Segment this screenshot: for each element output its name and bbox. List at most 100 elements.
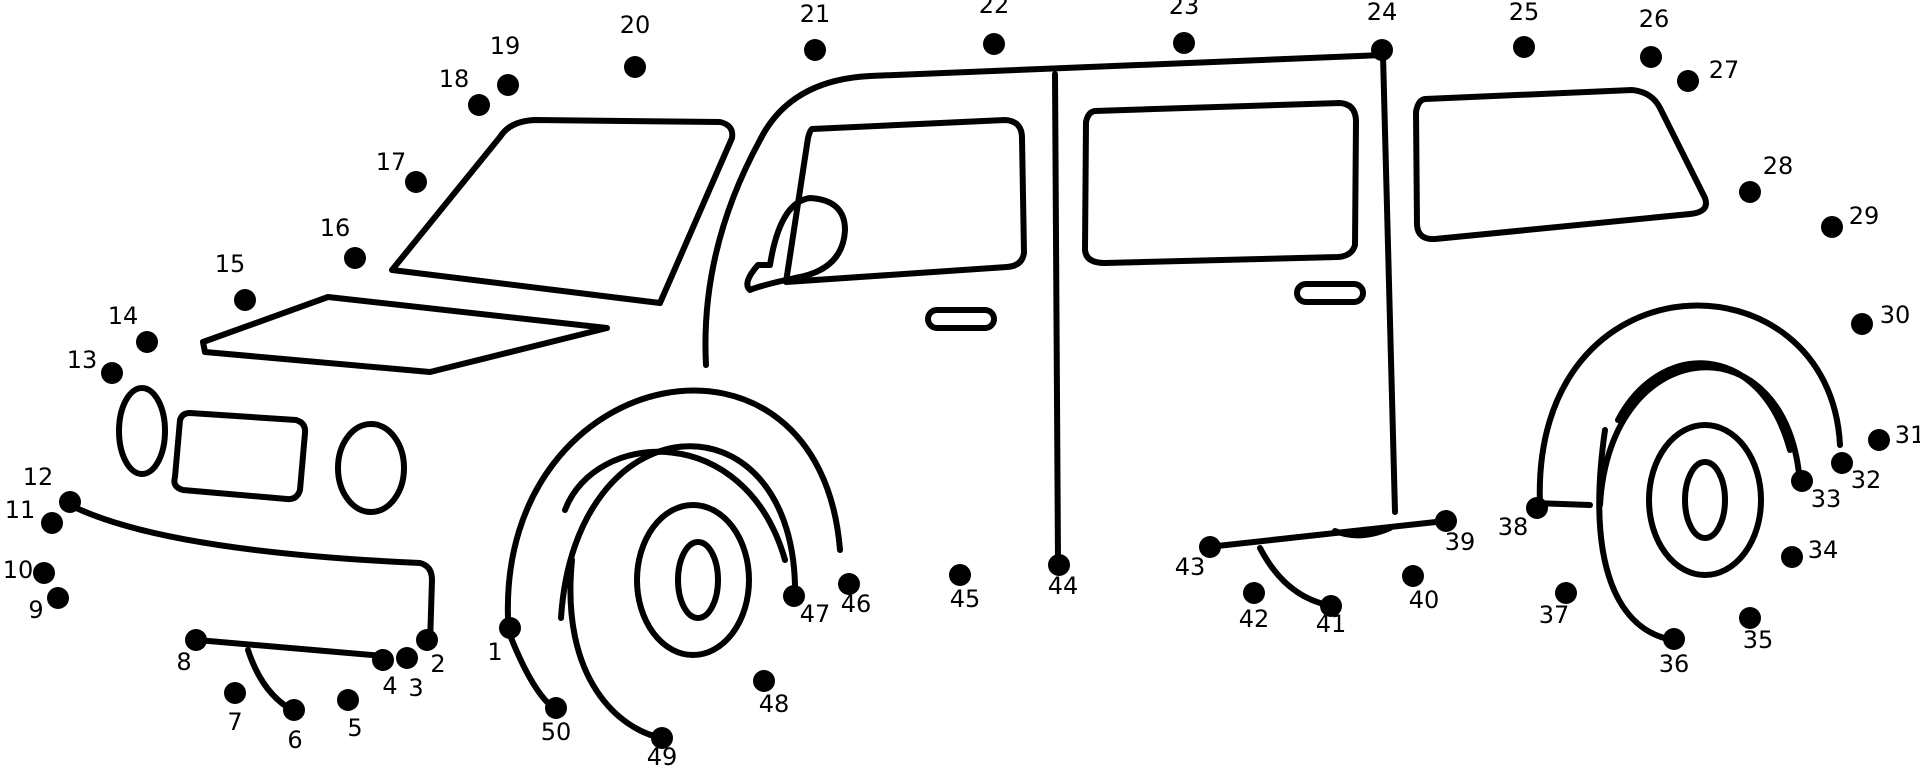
body-front-pillar [702,52,1386,368]
dot-4[interactable] [372,649,394,671]
dot-label-32: 32 [1851,466,1882,494]
dot-18[interactable] [468,94,490,116]
dot-13[interactable] [101,362,123,384]
dot-47[interactable] [783,585,805,607]
dot-label-20: 20 [620,11,651,39]
dot-8[interactable] [185,629,207,651]
left-headlight [116,385,168,477]
dot-label-35: 35 [1743,626,1774,654]
dot-49[interactable] [651,727,673,749]
dot-label-50: 50 [541,718,572,746]
dot-5[interactable] [337,689,359,711]
dot-label-19: 19 [490,32,521,60]
dot-3[interactable] [396,647,418,669]
dot-42[interactable] [1243,582,1265,604]
dot-label-11: 11 [5,496,36,524]
front-bumper [67,502,435,646]
dot-20[interactable] [624,56,646,78]
hood-outline [200,294,610,375]
dot-24[interactable] [1371,39,1393,61]
dot-14[interactable] [136,331,158,353]
dot-label-49: 49 [647,743,678,771]
dot-label-41: 41 [1316,610,1347,638]
dot-41[interactable] [1320,595,1342,617]
dot-44[interactable] [1048,554,1070,576]
car-line-art [67,52,1843,741]
dot-46[interactable] [838,573,860,595]
rear-window [1413,87,1709,243]
dot-label-34: 34 [1808,536,1839,564]
rear-door-handle [1294,281,1366,305]
dot-27[interactable] [1677,70,1699,92]
dot-label-7: 7 [227,708,242,736]
dot-34[interactable] [1781,546,1803,568]
dot-label-39: 39 [1445,528,1476,556]
front-tire-top [562,448,788,563]
rear-tire-top [1615,360,1793,453]
dot-label-14: 14 [108,302,139,330]
dot-label-23: 23 [1169,0,1200,20]
dot-38[interactable] [1526,497,1548,519]
dot-label-48: 48 [759,690,790,718]
dot-17[interactable] [405,171,427,193]
dot-2[interactable] [416,629,438,651]
dot-45[interactable] [949,564,971,586]
dot-37[interactable] [1555,582,1577,604]
middle-window [1082,100,1359,266]
dot-16[interactable] [344,247,366,269]
dot-21[interactable] [804,39,826,61]
front-wheel-arch [558,443,798,621]
dot-19[interactable] [497,74,519,96]
dot-31[interactable] [1868,429,1890,451]
front-door-handle [925,307,997,331]
dot-label-22: 22 [979,0,1010,19]
dot-43[interactable] [1199,536,1221,558]
dot-33[interactable] [1791,470,1813,492]
dot-48[interactable] [753,670,775,692]
dot-label-18: 18 [439,65,470,93]
dot-label-1: 1 [487,638,502,666]
dot-label-5: 5 [347,714,362,742]
dot-6[interactable] [283,699,305,721]
dot-32[interactable] [1831,452,1853,474]
dot-30[interactable] [1851,313,1873,335]
dot-36[interactable] [1663,628,1685,650]
dot-40[interactable] [1402,565,1424,587]
dot-label-46: 46 [841,590,872,618]
roof-rear [1380,52,1398,515]
rear-wheel-arch [1597,364,1803,508]
dot-label-2: 2 [430,650,445,678]
dot-25[interactable] [1513,36,1535,58]
grille-outline [171,410,309,503]
dot-label-12: 12 [23,463,54,491]
dot-39[interactable] [1435,510,1457,532]
dot-35[interactable] [1739,607,1761,629]
dot-label-13: 13 [67,346,98,374]
dot-label-45: 45 [950,585,981,613]
dot-7[interactable] [224,682,246,704]
dot-50[interactable] [545,697,567,719]
center-pillar [1052,71,1061,565]
lower-bumper [194,637,386,659]
dot-23[interactable] [1173,32,1195,54]
dot-12[interactable] [59,491,81,513]
dot-10[interactable] [33,562,55,584]
dot-label-17: 17 [376,148,407,176]
dot-label-27: 27 [1709,56,1740,84]
dot-11[interactable] [41,512,63,534]
dot-28[interactable] [1739,181,1761,203]
dot-26[interactable] [1640,46,1662,68]
bumper-hook [245,647,295,713]
rocker-bump [1332,525,1393,539]
dot-label-44: 44 [1048,572,1079,600]
dot-label-29: 29 [1849,202,1880,230]
front-tire-outer [567,557,665,741]
dot-1[interactable] [499,617,521,639]
dot-9[interactable] [47,587,69,609]
dot-22[interactable] [983,33,1005,55]
dot-29[interactable] [1821,216,1843,238]
rear-fender [1536,302,1843,508]
dot-15[interactable] [234,289,256,311]
